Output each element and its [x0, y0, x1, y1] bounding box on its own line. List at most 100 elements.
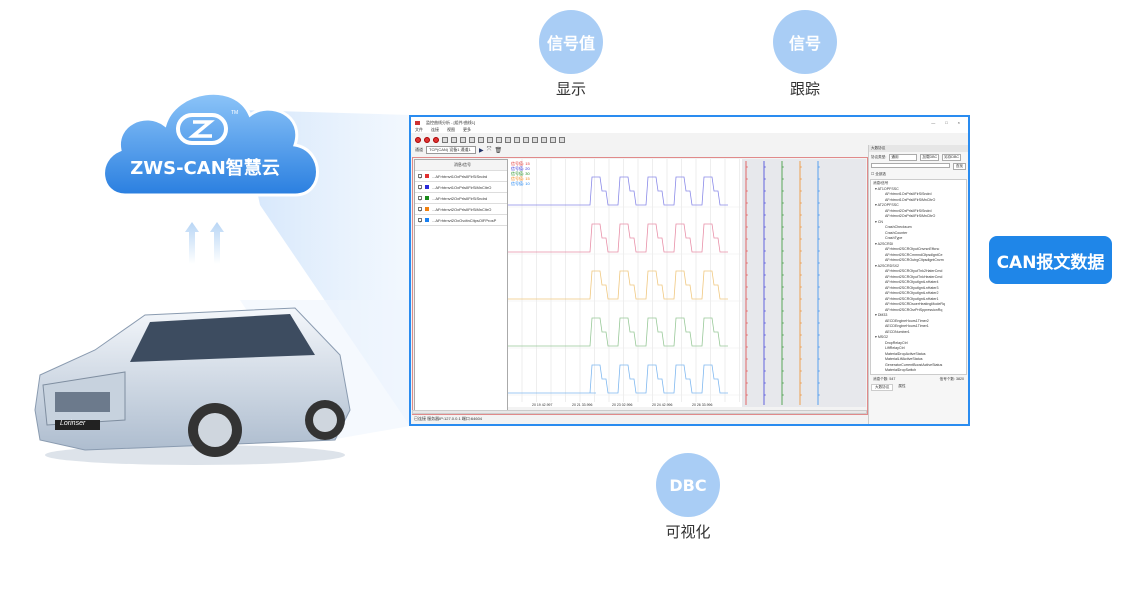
tree-label: AECDEngineHours1Timer1 [885, 324, 929, 328]
can-data-button[interactable]: CAN报文数据 [989, 236, 1112, 284]
toolbar-button[interactable] [541, 136, 547, 143]
toolbar-button[interactable] [478, 136, 484, 143]
tree-signal[interactable]: MaterialDropActiveStatus [873, 352, 964, 358]
tree-signal[interactable]: LiftRelayCtrl [873, 346, 964, 352]
horizontal-scrollbar[interactable] [412, 410, 867, 414]
tree-signal[interactable]: AFrhtrnvt2SCROtyutTnkHeaterCmd [873, 275, 964, 281]
menu-more[interactable]: 更多 [463, 126, 471, 132]
load-dbc-button[interactable]: 加载DBC [920, 154, 940, 161]
tree-label: CN [877, 219, 884, 224]
chart-frame [412, 157, 868, 415]
tree-label: A2SCRDSX2 [877, 263, 899, 268]
tree-signal[interactable]: CrashCounter [873, 231, 964, 237]
tree-signal[interactable]: AECDNumber1 [873, 330, 964, 336]
tree-message[interactable]: ▾ AT1OPFSSC [875, 186, 899, 191]
tree-label: MaterialDropSwitch [885, 368, 917, 372]
search-input[interactable] [871, 163, 950, 168]
signal-row[interactable]: ✓...AFrhtrnvt1OxPrlsIIFlrSiSndrd [415, 171, 507, 182]
cloud-icon [102, 91, 319, 197]
close-button[interactable]: × [957, 120, 960, 125]
signal-row[interactable]: ✓ ...AFrhtrnvt1OxPrlsIIFlrSiMnCltrO [415, 182, 507, 193]
tree-signal[interactable]: AECDEngineHours1Timer1 [873, 324, 964, 330]
tree-message[interactable]: ▾ A2SCRDI [875, 241, 894, 246]
signal-checkbox[interactable]: ✓ [418, 174, 423, 180]
menu-view[interactable]: 视图 [447, 126, 455, 132]
tree-signal[interactable]: AFrhtrnvt2SCROutrgCltpsdlgntCnvm [873, 258, 964, 264]
minimize-button[interactable]: — [931, 120, 936, 125]
toolbar-button[interactable] [559, 136, 565, 143]
value-axes [742, 159, 866, 407]
toolbar-button[interactable] [469, 136, 475, 143]
tree-signal[interactable]: AFrhtrnvt2SCROtyutlgntLnHater4 [873, 280, 964, 286]
maximize-button[interactable]: □ [945, 120, 948, 125]
signal-name: ...AFrhtrnvt1OxPrlsIIFlrSiMnCltrO [432, 184, 492, 190]
tree-label: CrashChecksum [885, 225, 912, 229]
tree-signal[interactable]: DropRelayCtrl [873, 341, 964, 347]
toolbar-button[interactable] [532, 136, 538, 143]
tab-protocol[interactable]: 大数协议 [871, 384, 894, 391]
toolbar-button[interactable] [514, 136, 520, 143]
toolbar-button[interactable] [460, 136, 466, 143]
delete-icon[interactable]: 🗑 [494, 147, 503, 154]
select-all-checkbox[interactable]: ☐ 全部选 [871, 172, 887, 176]
fit-icon[interactable]: ⤧ [486, 146, 492, 153]
tree-signal[interactable]: AFrhtrnvt2OxPrlsIIFlrSiMnCltrO [873, 214, 964, 220]
toolbar-button[interactable] [523, 136, 529, 143]
tree-label: AFrhtrnvt2SCRCmmndCltpsdlgntCe [885, 252, 943, 257]
play-icon[interactable]: ▶ [479, 147, 484, 154]
tree-message[interactable]: ▾ DM33 [875, 313, 888, 317]
color-swatch [425, 218, 429, 222]
search-button[interactable]: 查找 [952, 163, 966, 170]
signal-row[interactable]: ✓...AFrhtrnvt2OxOvdtnCltpsOlFProsP [415, 215, 507, 226]
tree-label: AECDEngineHours1Timer2 [885, 318, 929, 323]
toolbar-button[interactable] [451, 136, 457, 143]
tab-properties[interactable]: 属性 [898, 384, 906, 388]
channel-select[interactable]: TCP(CAN) 设备1 通道1 [426, 146, 476, 154]
tree-signal[interactable]: AFrhtrnvt2OxPrlsIIFlrSiSndrd [873, 209, 964, 215]
tree-label: AFrhtrnvt2SCROtyutlgntLnHater4 [885, 280, 939, 284]
toolbar-button[interactable] [433, 136, 439, 143]
menu-file[interactable]: 文件 [415, 126, 423, 132]
tree-signal[interactable]: AFrhtrnvt1OxPrlsIIFlrSiSndrd [873, 192, 964, 198]
tree-signal[interactable]: AFrhtrnvt2SCRCmmndCltpsdlgntCe [873, 253, 964, 259]
toolbar-button[interactable] [505, 136, 511, 143]
tree-signal[interactable]: AFrhtrnvt2SCRDsoerHeatingModeRq [873, 302, 964, 308]
tree-signal[interactable]: MaterialDropSwitch [873, 368, 964, 374]
tree-signal[interactable]: AFrhtrnvt2SCROsrPrtSppressionRq [873, 308, 964, 314]
toolbar-button[interactable] [487, 136, 493, 143]
menu-connect[interactable]: 连接 [431, 126, 439, 132]
signal-row[interactable]: ✓...AFrhtrnvt2OxPrlsIIFlrSiMnCltrO [415, 204, 507, 215]
time-tick: 20 23 02.996 [612, 403, 633, 407]
signal-checkbox[interactable]: ✓ [418, 196, 423, 202]
tree-signal[interactable]: CrashType [873, 236, 964, 242]
message-count: 消息个数: 547 [873, 377, 896, 381]
signal-checkbox[interactable]: ✓ [418, 207, 423, 213]
tree-signal[interactable]: AFrhtrnvt1OxPrlsIIFlrSiMnCltrO [873, 198, 964, 204]
tree-signal[interactable]: CrashChecksum [873, 225, 964, 231]
tree-signal[interactable]: GeneratorCurrentBoostActiveStatus [873, 363, 964, 369]
tree-signal[interactable]: AFrhtrnvt2SCROtyutlgntLnHater2 [873, 291, 964, 297]
signal-checkbox[interactable]: ✓ [418, 218, 423, 224]
tree-signal[interactable]: AFrhtrnvt2SCROtyutlgntLnHater1 [873, 297, 964, 303]
title-bar: 监控曲线分析 - [组件/曲线1] — □ × [411, 117, 968, 128]
tree-signal[interactable]: AFrhtrnvt2SCROtyutTnk2HaterCmd [873, 269, 964, 275]
toolbar-button[interactable] [550, 136, 556, 143]
color-swatch [425, 174, 429, 178]
tree-message[interactable]: ▾ AT2OPFSSC [875, 203, 899, 207]
tree-message[interactable]: ▾ A2SCRDSX2 [875, 263, 899, 268]
tree-signal[interactable]: AFrhtrnvt2SCROtyutlgntLnHater3 [873, 286, 964, 292]
toolbar-button[interactable] [496, 136, 502, 143]
toolbar-button[interactable] [424, 136, 430, 143]
toolbar-button[interactable] [415, 136, 421, 143]
save-dbc-button[interactable]: 另存DBC [942, 154, 961, 161]
tree-message[interactable]: ▾ CN [875, 219, 884, 224]
signal-row[interactable]: ✓...AFrhtrnvt2OxPrlsIIFlrSiSndrd [415, 193, 507, 204]
protocol-select[interactable]: 通用 [889, 154, 918, 161]
tree-signal[interactable]: MaterialLiftActiveStatus [873, 357, 964, 363]
tree-message[interactable]: ▾ MSG2 [875, 335, 888, 339]
tree-signal[interactable]: AFrhtrnvt2SCROtyutCnvrsnEffcnc [873, 247, 964, 253]
signal-checkbox[interactable]: ✓ [418, 185, 423, 191]
toolbar-button[interactable] [442, 136, 448, 143]
tree-signal[interactable]: AECDEngineHours1Timer2 [873, 319, 964, 325]
